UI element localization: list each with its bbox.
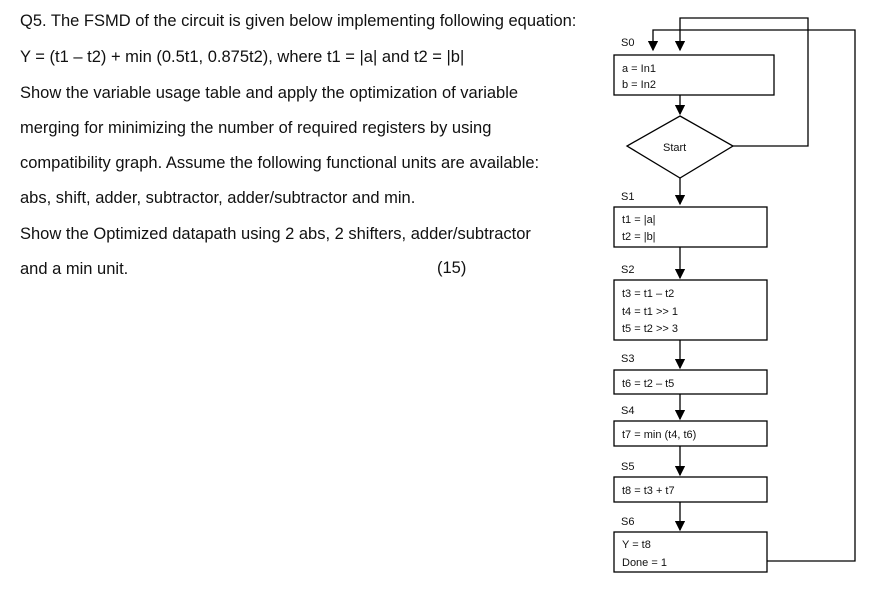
state-op: Done = 1 [622, 557, 667, 569]
state-box [613, 420, 768, 447]
question-line: Show the Optimized datapath using 2 abs,… [20, 225, 531, 243]
question-line: Q5. The FSMD of the circuit is given bel… [20, 12, 577, 30]
state-box [613, 54, 775, 96]
state-op: t8 = t3 + t7 [622, 485, 675, 497]
state-op: a = In1 [622, 63, 656, 75]
state-op: t1 = |a| [622, 214, 656, 226]
state-op: Y = t8 [622, 539, 651, 551]
question-line: abs, shift, adder, subtractor, adder/sub… [20, 189, 416, 207]
done-loop-line [647, 29, 856, 562]
question-line: Show the variable usage table and apply … [20, 84, 519, 102]
question-line: Y = (t1 – t2) + min (0.5t1, 0.875t2), wh… [20, 48, 465, 66]
state-op: t2 = |b| [622, 231, 656, 243]
state-label: S1 [621, 191, 634, 203]
decision-label: Start [663, 142, 686, 154]
state-op: t7 = min (t4, t6) [622, 429, 696, 441]
state-op: b = In2 [622, 79, 656, 91]
state-label: S0 [621, 37, 634, 49]
state-box [613, 476, 768, 503]
state-box [613, 369, 768, 395]
state-label: S5 [621, 461, 634, 473]
state-label: S4 [621, 405, 634, 417]
state-label: S3 [621, 353, 634, 365]
state-box [613, 279, 768, 341]
state-label: S6 [621, 516, 634, 528]
question-line: compatibility graph. Assume the followin… [20, 154, 540, 172]
state-op: t4 = t1 >> 1 [622, 306, 678, 318]
state-label: S2 [621, 264, 634, 276]
marks: (15) [437, 259, 467, 277]
start-loop-line [674, 17, 809, 147]
question-line: and a min unit. [20, 260, 129, 278]
state-op: t5 = t2 >> 3 [622, 323, 678, 335]
state-op: t6 = t2 – t5 [622, 378, 674, 390]
state-op: t3 = t1 – t2 [622, 288, 674, 300]
question-line: merging for minimizing the number of req… [20, 119, 492, 137]
state-box [613, 531, 768, 573]
state-box [613, 206, 768, 248]
